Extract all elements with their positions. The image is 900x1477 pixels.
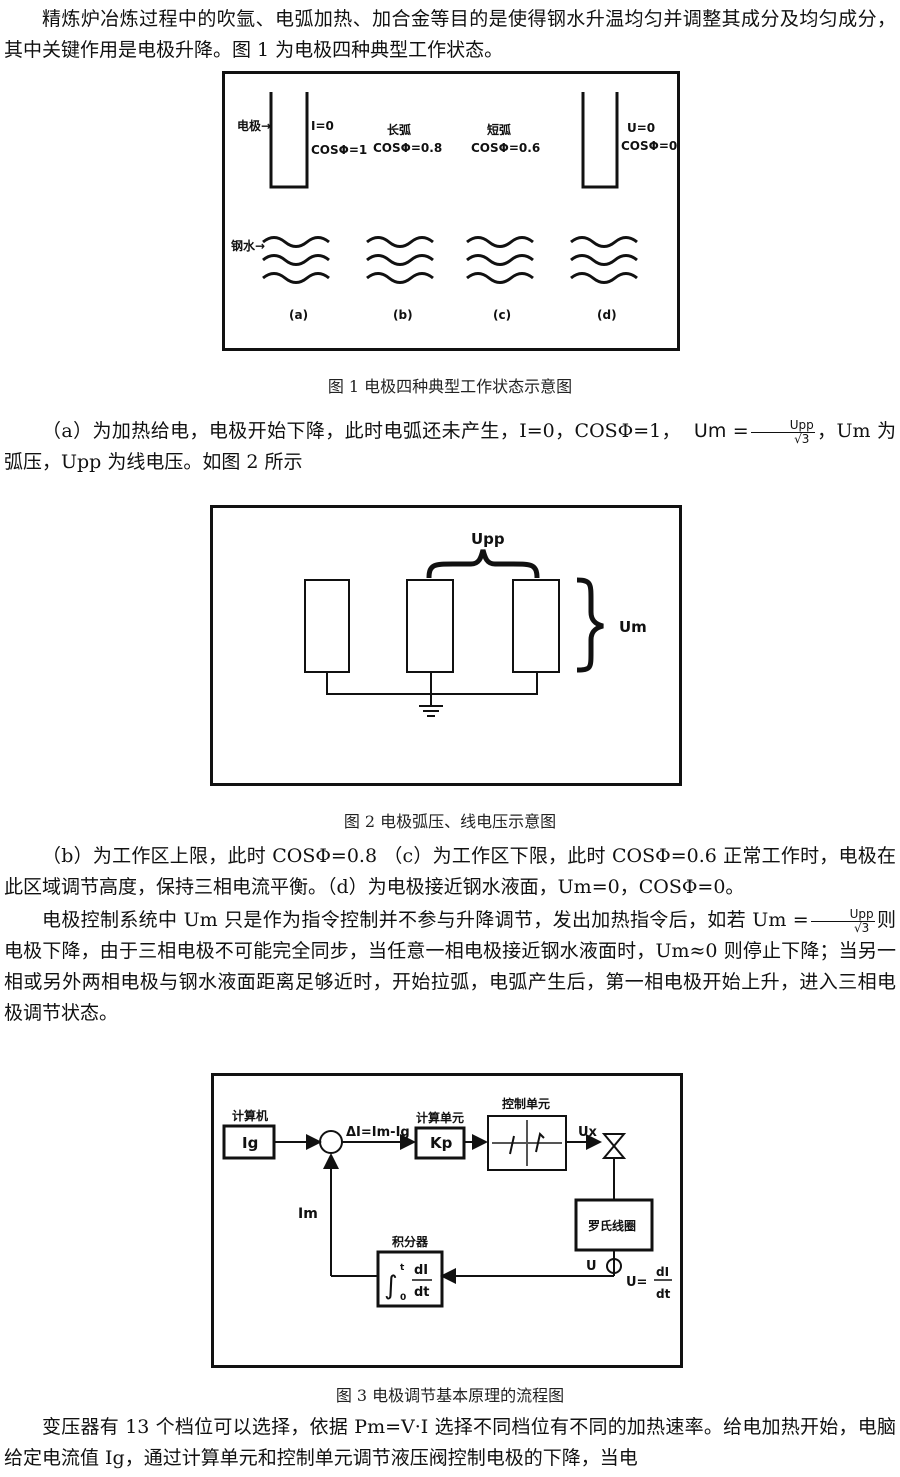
upp-brace-icon	[426, 549, 540, 579]
label-b: (b)	[393, 308, 413, 322]
fraction-upp-sqrt3-2: Upp√3	[810, 907, 875, 935]
int-lower: 0	[400, 1293, 406, 1303]
steel-waves-icon	[262, 236, 638, 284]
electrode-label: 电极→	[237, 118, 271, 133]
paragraph-states-bcd: （b）为工作区上限，此时 COSΦ=0.8 （c）为工作区下限，此时 COSΦ=…	[4, 845, 896, 898]
um-symbol: Um =	[693, 420, 749, 442]
u-eq-dt: dt	[656, 1287, 671, 1301]
int-upper: t	[400, 1263, 405, 1273]
control-text: 电极控制系统中 Um 只是作为指令控制并不参与升降调节，发出加热指令后，如若 U…	[42, 909, 809, 931]
a-current: I=0	[311, 119, 334, 133]
c-cosphi: COSΦ=0.6	[471, 141, 540, 155]
label-c: (c)	[493, 308, 511, 322]
paragraph-transformer: 变压器有 13 个档位可以选择，依据 Pm=V·I 选择不同档位有不同的加热速率…	[4, 1416, 896, 1469]
figure-1-diagram: 电极→ I=0 COSΦ=1 长弧 COSΦ=0.8 短弧 COSΦ=0.6 U…	[231, 92, 677, 322]
u-label: U	[586, 1259, 597, 1274]
figure-2-caption: 图 2 电极弧压、线电压示意图	[343, 812, 557, 831]
im-label: Im	[298, 1206, 318, 1222]
figure-2-diagram: Upp Um	[304, 530, 647, 717]
c-name: 短弧	[487, 122, 511, 137]
d-voltage: U=0	[627, 121, 655, 135]
summing-junction-icon	[319, 1130, 343, 1154]
figure-3-diagram: 计算机 Ig ΔI=Im-Ig 计算单元 Kp 控制单元 Ux Im 罗氏线圈 …	[222, 1096, 672, 1308]
upp-label: Upp	[471, 530, 505, 548]
figure-3-caption: 图 3 电极调节基本原理的流程图	[335, 1386, 565, 1405]
coil-icon	[606, 1258, 622, 1274]
control-text-after: 则电极下降，由于三相电极不可能完全同步，当任意一相电极接近钢水液面时，Um≈0 …	[4, 909, 896, 1024]
calc-unit-label: 计算单元	[416, 1110, 464, 1125]
d-cosphi: COSΦ=0	[621, 139, 677, 153]
int-dt: dt	[414, 1285, 430, 1300]
state-a-text-after: ，Um 为弧压，Upp 为线电压。如图 2 所示	[4, 420, 896, 473]
ig-label: Ig	[242, 1134, 258, 1152]
fraction-upp-sqrt3: Upp√3	[750, 418, 815, 446]
paragraph-intro: 精炼炉冶炼过程中的吹氩、电弧加热、加合金等目的是使得钢水升温均匀并调整其成分及均…	[4, 8, 896, 61]
state-a-text: （a）为加热给电，电极开始下降，此时电弧还未产生，I=0，COSΦ=1，	[42, 420, 682, 442]
paragraph-control: 电极控制系统中 Um 只是作为指令控制并不参与升降调节，发出加热指令后，如若 U…	[4, 905, 896, 1029]
kp-label: Kp	[430, 1134, 453, 1152]
u-eq-label: U=	[626, 1275, 647, 1290]
um-brace-icon	[576, 577, 604, 673]
valve-icon	[601, 1133, 627, 1159]
figure-1: 电极→ I=0 COSΦ=1 长弧 COSΦ=0.8 短弧 COSΦ=0.6 U…	[222, 71, 680, 351]
b-name: 长弧	[387, 122, 411, 137]
integrator-block	[376, 1250, 444, 1308]
computer-label: 计算机	[232, 1108, 268, 1123]
label-a: (a)	[289, 308, 308, 322]
a-cosphi: COSΦ=1	[311, 143, 367, 157]
electrode-3-icon	[512, 579, 560, 673]
um-label: Um	[619, 618, 647, 636]
integrator-label: 积分器	[392, 1234, 429, 1249]
integral-icon: ∫	[384, 1271, 398, 1301]
paragraph-state-a: （a）为加热给电，电极开始下降，此时电弧还未产生，I=0，COSΦ=1， Um …	[4, 416, 896, 478]
electrode-2-icon	[406, 579, 454, 673]
delta-label: ΔI=Im-Ig	[346, 1125, 410, 1140]
figure-3: 计算机 Ig ΔI=Im-Ig 计算单元 Kp 控制单元 Ux Im 罗氏线圈 …	[211, 1073, 683, 1368]
electrode-d-icon	[581, 92, 619, 189]
electrode-1-icon	[304, 579, 350, 673]
b-cosphi: COSΦ=0.8	[373, 141, 442, 155]
control-unit-label: 控制单元	[502, 1096, 550, 1111]
steel-label: 钢水→	[231, 238, 265, 253]
label-d: (d)	[597, 308, 617, 322]
ground-icon	[419, 705, 443, 717]
figure-2: Upp Um	[210, 505, 682, 786]
ux-label: Ux	[578, 1125, 598, 1140]
rogowski-label: 罗氏线圈	[588, 1218, 636, 1233]
figure-1-caption: 图 1 电极四种典型工作状态示意图	[327, 377, 573, 396]
electrode-a-icon	[269, 92, 309, 189]
int-dI: dI	[414, 1263, 428, 1278]
u-eq-dI: dI	[656, 1265, 669, 1279]
